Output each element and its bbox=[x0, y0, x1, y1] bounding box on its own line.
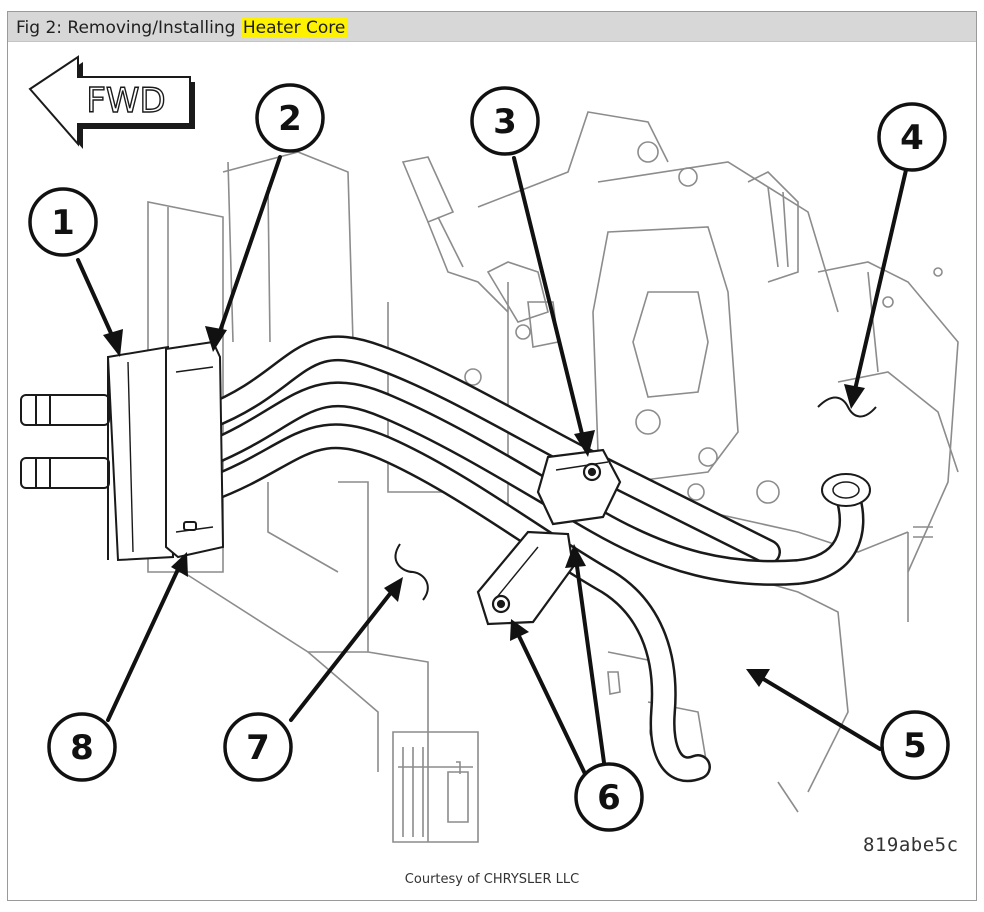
heater-core-diagram: FWD bbox=[20, 55, 959, 843]
callout-1: 1 bbox=[28, 187, 98, 257]
callout-7: 7 bbox=[223, 712, 293, 782]
figure-title: Fig 2: Removing/Installing Heater Core bbox=[16, 18, 348, 38]
callout-3: 3 bbox=[470, 86, 540, 156]
forward-arrow-icon: FWD bbox=[28, 55, 195, 149]
title-prefix: Fig 2: Removing/Installing bbox=[16, 18, 241, 38]
callout-2-label: 2 bbox=[278, 99, 302, 139]
break-marks bbox=[394, 396, 877, 601]
figure-code: 819abe5c bbox=[863, 834, 959, 856]
callout-6-label: 6 bbox=[597, 778, 621, 818]
callout-6: 6 bbox=[574, 762, 644, 832]
heater-core-fittings bbox=[20, 345, 175, 562]
title-highlight: Heater Core bbox=[240, 18, 348, 38]
direction-label: FWD bbox=[86, 81, 165, 121]
callout-8-label: 8 bbox=[70, 728, 94, 768]
heater-core-tubes bbox=[195, 335, 871, 782]
tube-clamps bbox=[476, 448, 622, 626]
callout-8: 8 bbox=[47, 712, 117, 782]
figure-frame: Fig 2: Removing/Installing Heater Core bbox=[7, 11, 977, 901]
courtesy-credit: Courtesy of CHRYSLER LLC bbox=[404, 872, 580, 887]
callout-5-label: 5 bbox=[903, 726, 927, 766]
arrowheads bbox=[103, 326, 865, 687]
callout-5: 5 bbox=[880, 710, 950, 780]
leader-arrows bbox=[76, 155, 908, 782]
figure-title-bar: Fig 2: Removing/Installing Heater Core bbox=[8, 12, 976, 42]
heater-core-tank bbox=[165, 340, 225, 559]
callout-4-label: 4 bbox=[900, 118, 924, 158]
callout-1-label: 1 bbox=[51, 203, 75, 243]
callout-4: 4 bbox=[877, 102, 947, 172]
callout-2: 2 bbox=[255, 83, 325, 153]
callout-3-label: 3 bbox=[493, 102, 517, 142]
callout-7-label: 7 bbox=[246, 728, 270, 768]
